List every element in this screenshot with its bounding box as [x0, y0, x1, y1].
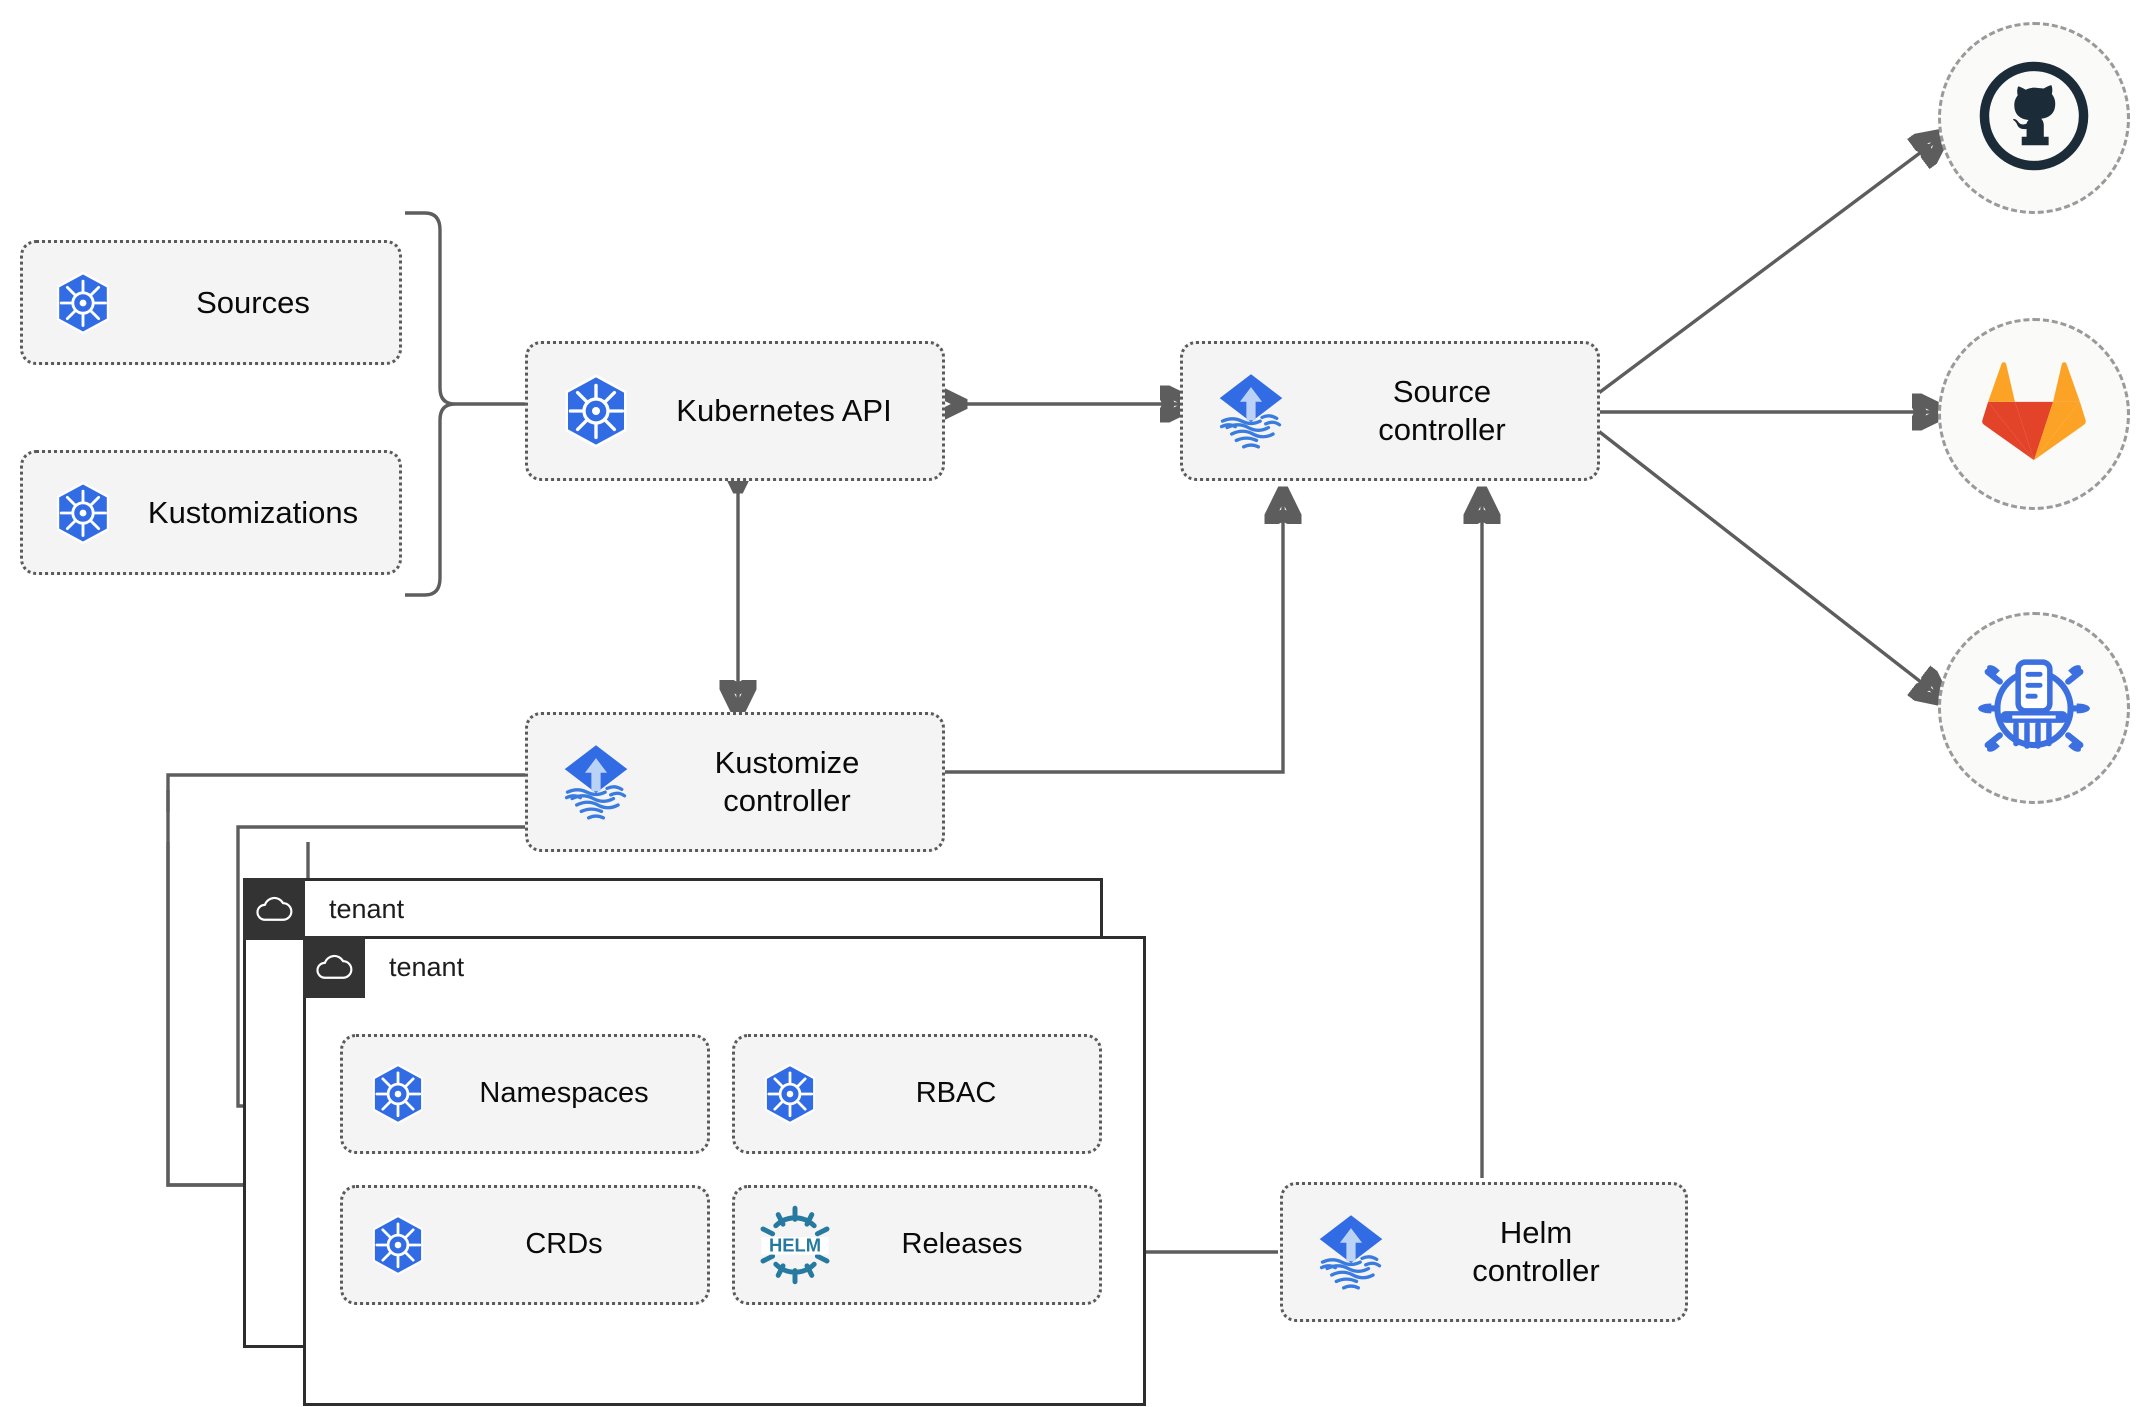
tenant-label-inner: tenant — [389, 951, 465, 982]
node-source-controller[interactable]: Source controller — [1180, 341, 1600, 481]
external-github[interactable] — [1938, 22, 2130, 214]
node-kubernetes-api-label: Kubernetes API — [676, 393, 892, 429]
kubernetes-icon — [365, 1061, 431, 1127]
node-source-controller-label: Source controller — [1378, 374, 1506, 447]
node-namespaces-label: Namespaces — [479, 1077, 649, 1110]
node-kustomizations[interactable]: Kustomizations — [20, 450, 402, 575]
gitlab-icon — [1978, 358, 2090, 471]
tenant-frame-inner[interactable]: tenant — [303, 936, 1146, 1406]
node-kubernetes-api[interactable]: Kubernetes API — [525, 341, 945, 481]
kubernetes-icon — [49, 479, 117, 547]
kubernetes-icon — [556, 371, 636, 451]
helm-icon: HELM — [755, 1205, 835, 1285]
node-sources[interactable]: Sources — [20, 240, 402, 365]
cloud-icon — [243, 878, 305, 940]
node-sources-label: Sources — [196, 284, 310, 320]
tenant-tab-inner: tenant — [303, 936, 464, 998]
tenant-tab-outer: tenant — [243, 878, 404, 940]
node-releases[interactable]: HELM Releases — [732, 1185, 1102, 1305]
github-icon — [1975, 57, 2093, 180]
node-rbac[interactable]: RBAC — [732, 1034, 1102, 1154]
node-helm-controller[interactable]: Helm controller — [1280, 1182, 1688, 1322]
kubernetes-icon — [757, 1061, 823, 1127]
external-gitlab[interactable] — [1938, 318, 2130, 510]
node-crds-label: CRDs — [525, 1228, 603, 1261]
helm-registry-icon — [1973, 645, 2095, 772]
node-namespaces[interactable]: Namespaces — [340, 1034, 710, 1154]
helm-wordmark: HELM — [769, 1234, 821, 1255]
node-helm-controller-label: Helm controller — [1472, 1215, 1600, 1288]
node-releases-label: Releases — [901, 1228, 1023, 1261]
node-kustomize-controller[interactable]: Kustomize controller — [525, 712, 945, 852]
flux-icon — [1305, 1206, 1397, 1298]
kubernetes-icon — [49, 269, 117, 337]
node-kustomizations-label: Kustomizations — [147, 494, 359, 530]
external-registry[interactable] — [1938, 612, 2130, 804]
flux-icon — [550, 736, 642, 828]
node-rbac-label: RBAC — [915, 1077, 997, 1110]
cloud-icon — [303, 936, 365, 998]
kubernetes-icon — [365, 1212, 431, 1278]
flux-icon — [1205, 365, 1297, 457]
node-crds[interactable]: CRDs — [340, 1185, 710, 1305]
tenant-label-outer: tenant — [329, 893, 405, 924]
node-kustomize-controller-label: Kustomize controller — [714, 745, 860, 818]
